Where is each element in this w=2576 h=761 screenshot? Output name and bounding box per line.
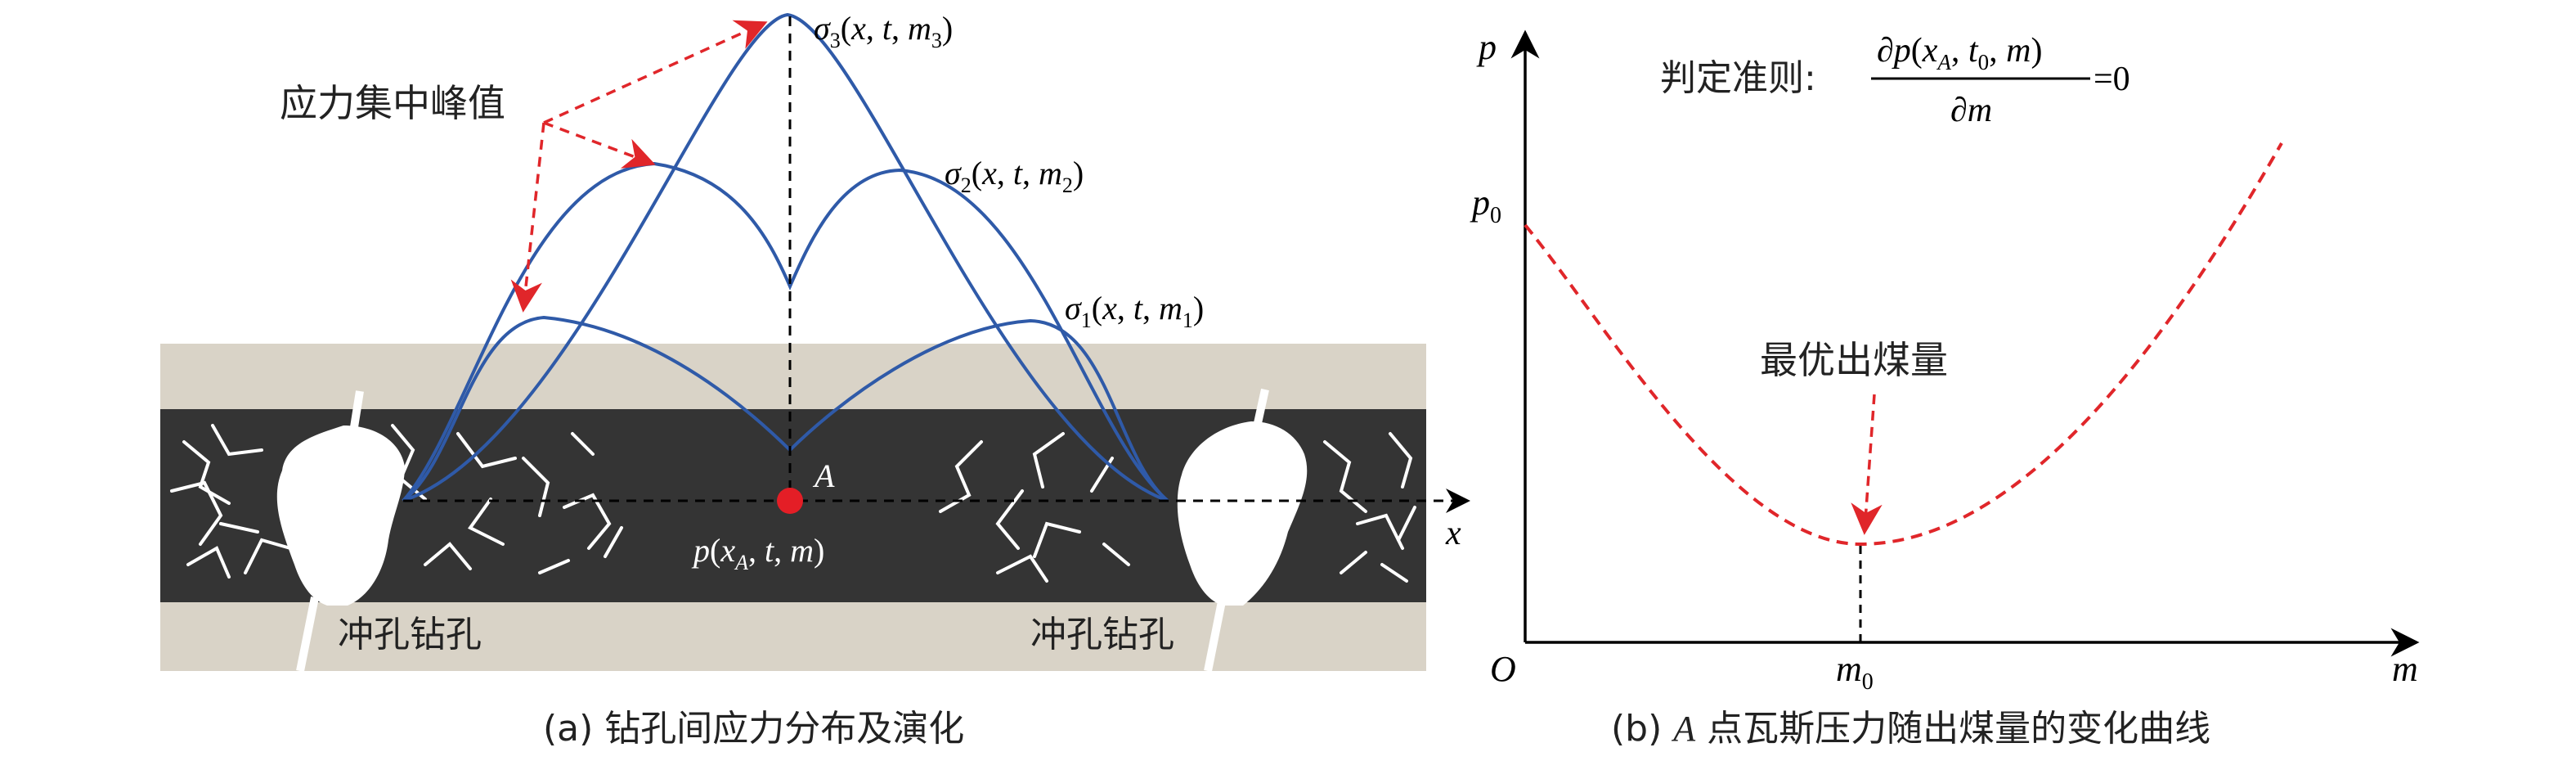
x-axis-a-label: x — [1445, 515, 1461, 552]
criterion-numerator: ∂p(xA, t0, m) — [1877, 32, 2042, 74]
left-borehole-lower — [296, 597, 319, 672]
optimum-arrow — [1851, 394, 1883, 535]
peak-label: 应力集中峰值 — [280, 81, 505, 125]
y-axis-b-label: p — [1476, 27, 1497, 67]
left-borehole-cavity — [276, 426, 405, 606]
peak-arrow-sigma2 — [543, 121, 656, 169]
caption-b-italic: A — [1671, 709, 1696, 749]
p0-label: p0 — [1470, 182, 1501, 228]
gas-pressure-curve — [1524, 142, 2283, 547]
roof-rock-layer — [160, 344, 1426, 409]
peak-arrows — [510, 20, 768, 313]
hole-right-label: 冲孔钻孔 — [1030, 614, 1174, 655]
point-a-marker — [777, 488, 803, 514]
stress-curve-sigma3 — [402, 12, 1169, 502]
caption-b-prefix: (b) — [1611, 708, 1673, 750]
point-a-expression: p(xA, t, m) — [691, 532, 824, 574]
left-borehole-upper — [350, 390, 364, 428]
right-borehole-upper — [1254, 388, 1269, 425]
caption-b-rest: 点瓦斯压力随出煤量的变化曲线 — [1695, 708, 2210, 750]
optimum-label: 最优出煤量 — [1760, 338, 1948, 382]
right-borehole-lower — [1204, 597, 1227, 672]
panel-b: p p0 O m0 m 最优出煤量 判定准则: ∂p(xA, t0, m) ∂m… — [1470, 27, 2420, 750]
peak-arrow-sigma3 — [543, 20, 768, 124]
sigma2-label: σ2(x, t, m2) — [945, 155, 1084, 197]
peak-arrow-sigma1 — [510, 122, 545, 313]
right-borehole-cavity — [1177, 421, 1308, 606]
sigma1-label: σ1(x, t, m1) — [1065, 290, 1204, 332]
criterion-label: 判定准则: — [1660, 57, 1816, 99]
m0-label: m0 — [1836, 649, 1874, 695]
point-a-label: A — [812, 457, 835, 494]
panel-a: 应力集中峰值 σ3(x, t, m3) σ2(x, t, m2) σ1(x, t… — [160, 10, 1470, 750]
criterion-equals: =0 — [2094, 61, 2130, 98]
sigma3-label: σ3(x, t, m3) — [814, 10, 953, 52]
hole-left-label: 冲孔钻孔 — [338, 614, 482, 655]
caption-b: (b) A 点瓦斯压力随出煤量的变化曲线 — [1611, 708, 2210, 750]
origin-label: O — [1490, 649, 1516, 689]
caption-a: (a) 钻孔间应力分布及演化 — [543, 708, 964, 750]
x-axis-b-label: m — [2392, 649, 2418, 689]
criterion-denominator: ∂m — [1950, 92, 1992, 129]
